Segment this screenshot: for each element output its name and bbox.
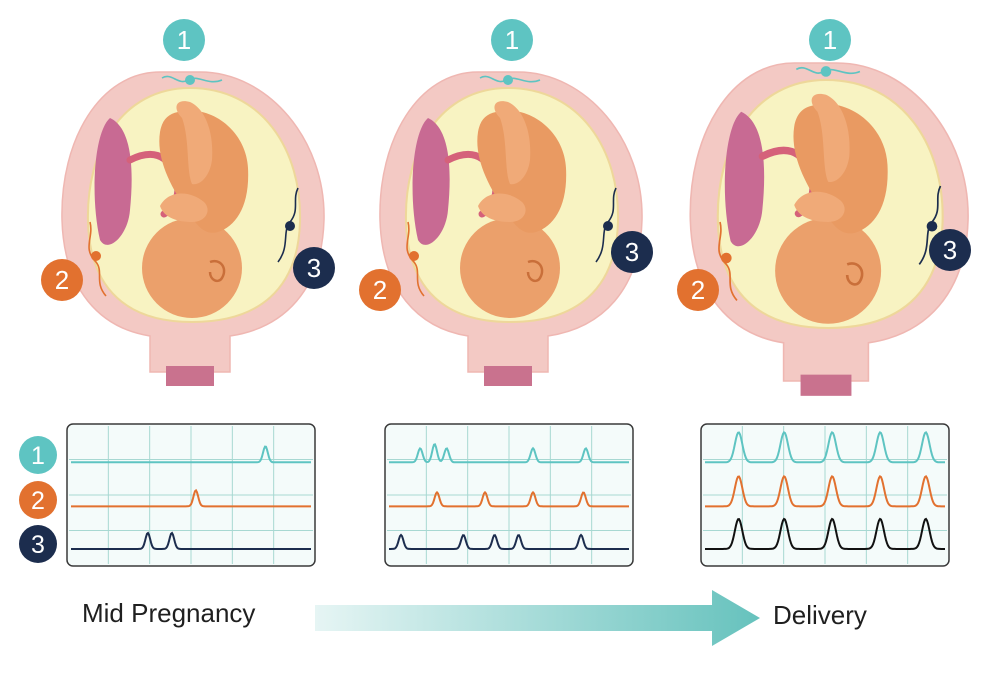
trace-source-1 (389, 443, 629, 464)
badge-number: 1 (823, 25, 837, 55)
uterus-illustrations (61, 63, 968, 396)
fetus-arm (160, 193, 208, 222)
trace-source-3 (389, 533, 629, 550)
pacemaker-2-icon (88, 221, 107, 297)
uterus-illustration-2 (380, 72, 642, 386)
badge-number: 1 (505, 25, 519, 55)
trace-source-3 (705, 517, 945, 550)
trace-panels (66, 423, 950, 567)
badge-3: 3 (293, 247, 335, 289)
panel-grid (69, 426, 313, 564)
trace-source-1 (705, 431, 945, 464)
trace-source-3 (71, 531, 311, 550)
stage-label-end: Delivery (773, 600, 867, 630)
badge-number: 3 (307, 253, 321, 283)
badge-1: 1 (491, 19, 533, 61)
trace-source-2 (71, 488, 311, 508)
trace-source-2 (389, 490, 629, 508)
legend-number: 2 (31, 487, 45, 515)
badge-number: 1 (177, 25, 191, 55)
badge-3: 3 (611, 231, 653, 273)
trace-source-1 (71, 445, 311, 464)
uterus-illustration (61, 71, 325, 386)
fetus-head (142, 218, 242, 318)
badge-2: 2 (359, 269, 401, 311)
badge-number: 2 (55, 265, 69, 295)
legend-item-1: 1 (19, 436, 57, 474)
legend-item-3: 3 (19, 525, 57, 563)
pacemaker-1-icon (161, 75, 223, 85)
fetus-ear (208, 259, 226, 283)
legend-number: 1 (31, 442, 45, 470)
fetus-leg (176, 101, 213, 185)
badge-2: 2 (41, 259, 83, 301)
legend-number: 3 (31, 531, 45, 559)
badge-number: 3 (625, 237, 639, 267)
badge-1: 1 (809, 19, 851, 61)
legend-item-2: 2 (19, 481, 57, 519)
badge-number: 2 (691, 275, 705, 305)
badge-number: 2 (373, 275, 387, 305)
trace-panel-mid-pregnancy (66, 423, 316, 567)
badge-number: 3 (943, 235, 957, 265)
placenta (94, 118, 132, 245)
cervix (166, 366, 214, 386)
stage-label-start: Mid Pregnancy (82, 598, 256, 628)
source-badges: 1 2 3 1 2 3 1 2 3 (41, 19, 971, 311)
trace-panel-intermediate (384, 423, 634, 567)
badge-2: 2 (677, 269, 719, 311)
uterus-illustration-3 (690, 63, 968, 396)
badge-3: 3 (929, 229, 971, 271)
trace-source-2 (705, 475, 945, 508)
progression-arrow (315, 590, 760, 646)
trace-panel-delivery (700, 423, 950, 567)
source-legend: 1 2 3 (19, 436, 57, 563)
badge-1: 1 (163, 19, 205, 61)
pacemaker-3-icon (277, 187, 299, 263)
